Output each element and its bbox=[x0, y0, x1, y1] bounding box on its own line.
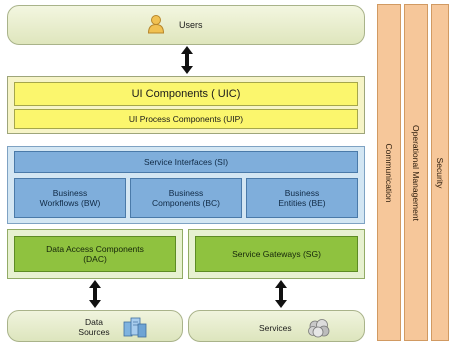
users-label: Users bbox=[179, 20, 203, 30]
database-icon bbox=[122, 316, 148, 343]
ui-components-label: UI Components ( UIC) bbox=[131, 88, 241, 100]
user-icon bbox=[147, 14, 165, 36]
business-components-box: Business Components (BC) bbox=[130, 178, 242, 218]
business-workflows-label: Business Workflows (BW) bbox=[39, 188, 101, 208]
security-label: Security bbox=[435, 157, 445, 188]
business-entities-label: Business Entities (BE) bbox=[278, 188, 326, 208]
data-sources-node: Data Sources bbox=[7, 310, 183, 342]
data-access-layer: Data Access Components (DAC) bbox=[7, 229, 183, 279]
service-interfaces-label: Service Interfaces (SI) bbox=[143, 157, 229, 167]
operational-management-label: Operational Management bbox=[411, 124, 421, 221]
data-sources-label: Data Sources bbox=[78, 317, 110, 337]
service-gateways-label: Service Gateways (SG) bbox=[232, 249, 321, 259]
business-workflows-box: Business Workflows (BW) bbox=[14, 178, 126, 218]
communication-label: Communication bbox=[384, 142, 394, 203]
arrow-sg-services bbox=[274, 280, 288, 308]
ui-layer: UI Components ( UIC) UI Process Componen… bbox=[7, 76, 365, 134]
operational-management-bar: Operational Management bbox=[404, 4, 428, 341]
users-node: Users bbox=[7, 5, 365, 45]
security-bar: Security bbox=[431, 4, 449, 341]
services-node: Services bbox=[188, 310, 365, 342]
business-components-label: Business Components (BC) bbox=[151, 188, 221, 208]
data-access-components-box: Data Access Components (DAC) bbox=[14, 236, 176, 272]
services-label: Services bbox=[259, 323, 292, 333]
ui-components-box: UI Components ( UIC) bbox=[14, 82, 358, 106]
service-gateway-layer: Service Gateways (SG) bbox=[188, 229, 365, 279]
data-access-components-label: Data Access Components (DAC) bbox=[46, 244, 144, 264]
service-gateways-box: Service Gateways (SG) bbox=[195, 236, 358, 272]
business-layer: Service Interfaces (SI) Business Workflo… bbox=[7, 146, 365, 224]
ui-process-components-label: UI Process Components (UIP) bbox=[128, 114, 244, 124]
cloud-icon bbox=[307, 318, 331, 343]
arrow-dac-datasources bbox=[88, 280, 102, 308]
arrow-users-ui bbox=[180, 46, 194, 74]
service-interfaces-box: Service Interfaces (SI) bbox=[14, 151, 358, 173]
business-entities-box: Business Entities (BE) bbox=[246, 178, 358, 218]
ui-process-components-box: UI Process Components (UIP) bbox=[14, 109, 358, 129]
communication-bar: Communication bbox=[377, 4, 401, 341]
